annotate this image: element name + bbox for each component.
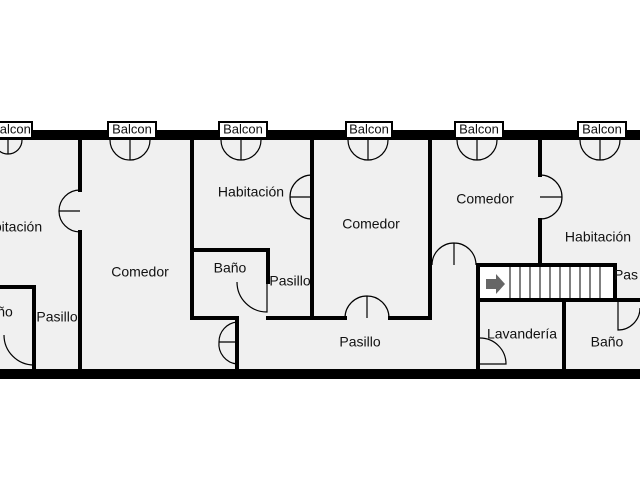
room-label-habitacion-left: bitación bbox=[0, 219, 42, 235]
floor-area bbox=[0, 138, 640, 372]
room-label-bano-2: Baño bbox=[214, 260, 247, 276]
room-label-bano-right: Baño bbox=[591, 334, 624, 350]
door-arc-icon bbox=[539, 174, 563, 220]
room-label-bano-left: ño bbox=[0, 304, 13, 320]
room-label-pasillo-2: Pasillo bbox=[269, 273, 310, 289]
room-label-comedor-1: Comedor bbox=[111, 264, 169, 280]
door-arc-icon bbox=[3, 334, 35, 366]
staircase bbox=[480, 267, 613, 298]
door-arc-icon bbox=[431, 242, 477, 266]
balcony-marker: Balcon bbox=[218, 121, 268, 161]
balcony-marker: Balcon bbox=[107, 121, 157, 161]
door-arc-icon bbox=[289, 174, 313, 220]
balcony-marker: Balcon bbox=[345, 121, 393, 161]
room-label-pasillo-right: Pas bbox=[614, 267, 638, 283]
interior-walls bbox=[0, 138, 640, 371]
doors bbox=[3, 174, 640, 366]
exterior-wall-bottom bbox=[0, 369, 640, 379]
room-label-habitacion-right: Habitación bbox=[565, 229, 631, 245]
room-label-comedor-4: Comedor bbox=[456, 191, 514, 207]
balcony-marker: Balcon bbox=[0, 121, 33, 155]
room-label-comedor-3: Comedor bbox=[342, 216, 400, 232]
door-arc-icon bbox=[58, 189, 81, 233]
balcony-label: Balcon bbox=[459, 121, 499, 136]
room-label-lavanderia: Lavandería bbox=[487, 326, 557, 342]
balcony-label: Balcon bbox=[0, 121, 31, 136]
balcony-label: Balcon bbox=[349, 121, 389, 136]
door-arc-icon bbox=[479, 337, 507, 365]
room-label-habitacion-2: Habitación bbox=[218, 184, 284, 200]
balcony-marker: Balcon bbox=[577, 121, 627, 161]
room-label-pasillo-left: Pasillo bbox=[36, 309, 77, 325]
room-label-pasillo-main: Pasillo bbox=[339, 334, 380, 350]
door-arc-icon bbox=[236, 281, 268, 313]
stair-direction-arrow-icon bbox=[486, 274, 505, 294]
balcony-label: Balcon bbox=[112, 121, 152, 136]
door-arc-icon bbox=[344, 295, 390, 319]
balcony-label: Balcon bbox=[582, 121, 622, 136]
balcony-marker: Balcon bbox=[454, 121, 504, 161]
balcony-label: Balcon bbox=[223, 121, 263, 136]
exterior-wall-top bbox=[0, 130, 640, 140]
door-arc-icon bbox=[218, 321, 238, 365]
